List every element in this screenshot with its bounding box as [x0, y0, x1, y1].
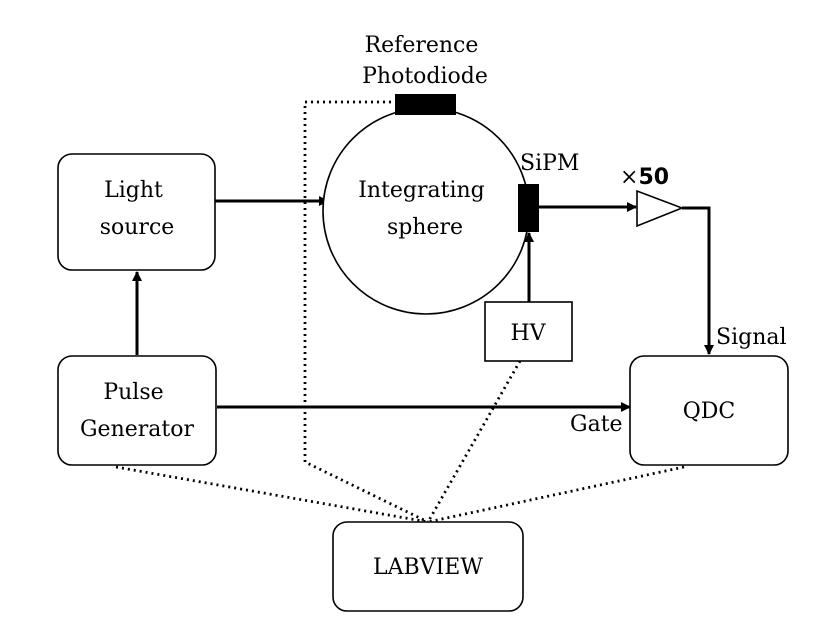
light-source-label: Light source [100, 178, 175, 240]
qdc-label: QDC [683, 399, 736, 424]
hv-to-labview-dotted-line [426, 360, 522, 523]
pulse-generator-to-labview-dotted-line [115, 465, 429, 524]
hv-box [484, 301, 573, 362]
hv-label: HV [510, 321, 546, 346]
qdc-to-labview-dotted-line [427, 465, 685, 524]
sipm-sensor [518, 184, 539, 232]
amplifier-triangle [636, 189, 685, 228]
sipm-label: SiPM [520, 151, 579, 176]
light-source-box [57, 153, 216, 271]
reference-photodiode [395, 94, 456, 115]
integrating-sphere-label: Integrating sphere [358, 178, 492, 240]
photodiode-to-labview-dotted-line [303, 100, 429, 524]
gate-label: Gate [570, 412, 623, 437]
integrating-sphere-circle [322, 107, 530, 315]
amplifier-to-qdc-signal-arrow [682, 206, 714, 355]
pulse-generator-label: Pulse Generator [80, 380, 195, 442]
signal-label: Signal [716, 325, 787, 350]
pulse-generator-box [57, 355, 217, 466]
reference-photodiode-label: Reference Photodiode [362, 33, 488, 89]
labview-label: LABVIEW [373, 555, 483, 580]
amplifier-gain-label: ×50 [620, 165, 669, 190]
labview-box [332, 521, 524, 612]
qdc-box [629, 355, 789, 466]
